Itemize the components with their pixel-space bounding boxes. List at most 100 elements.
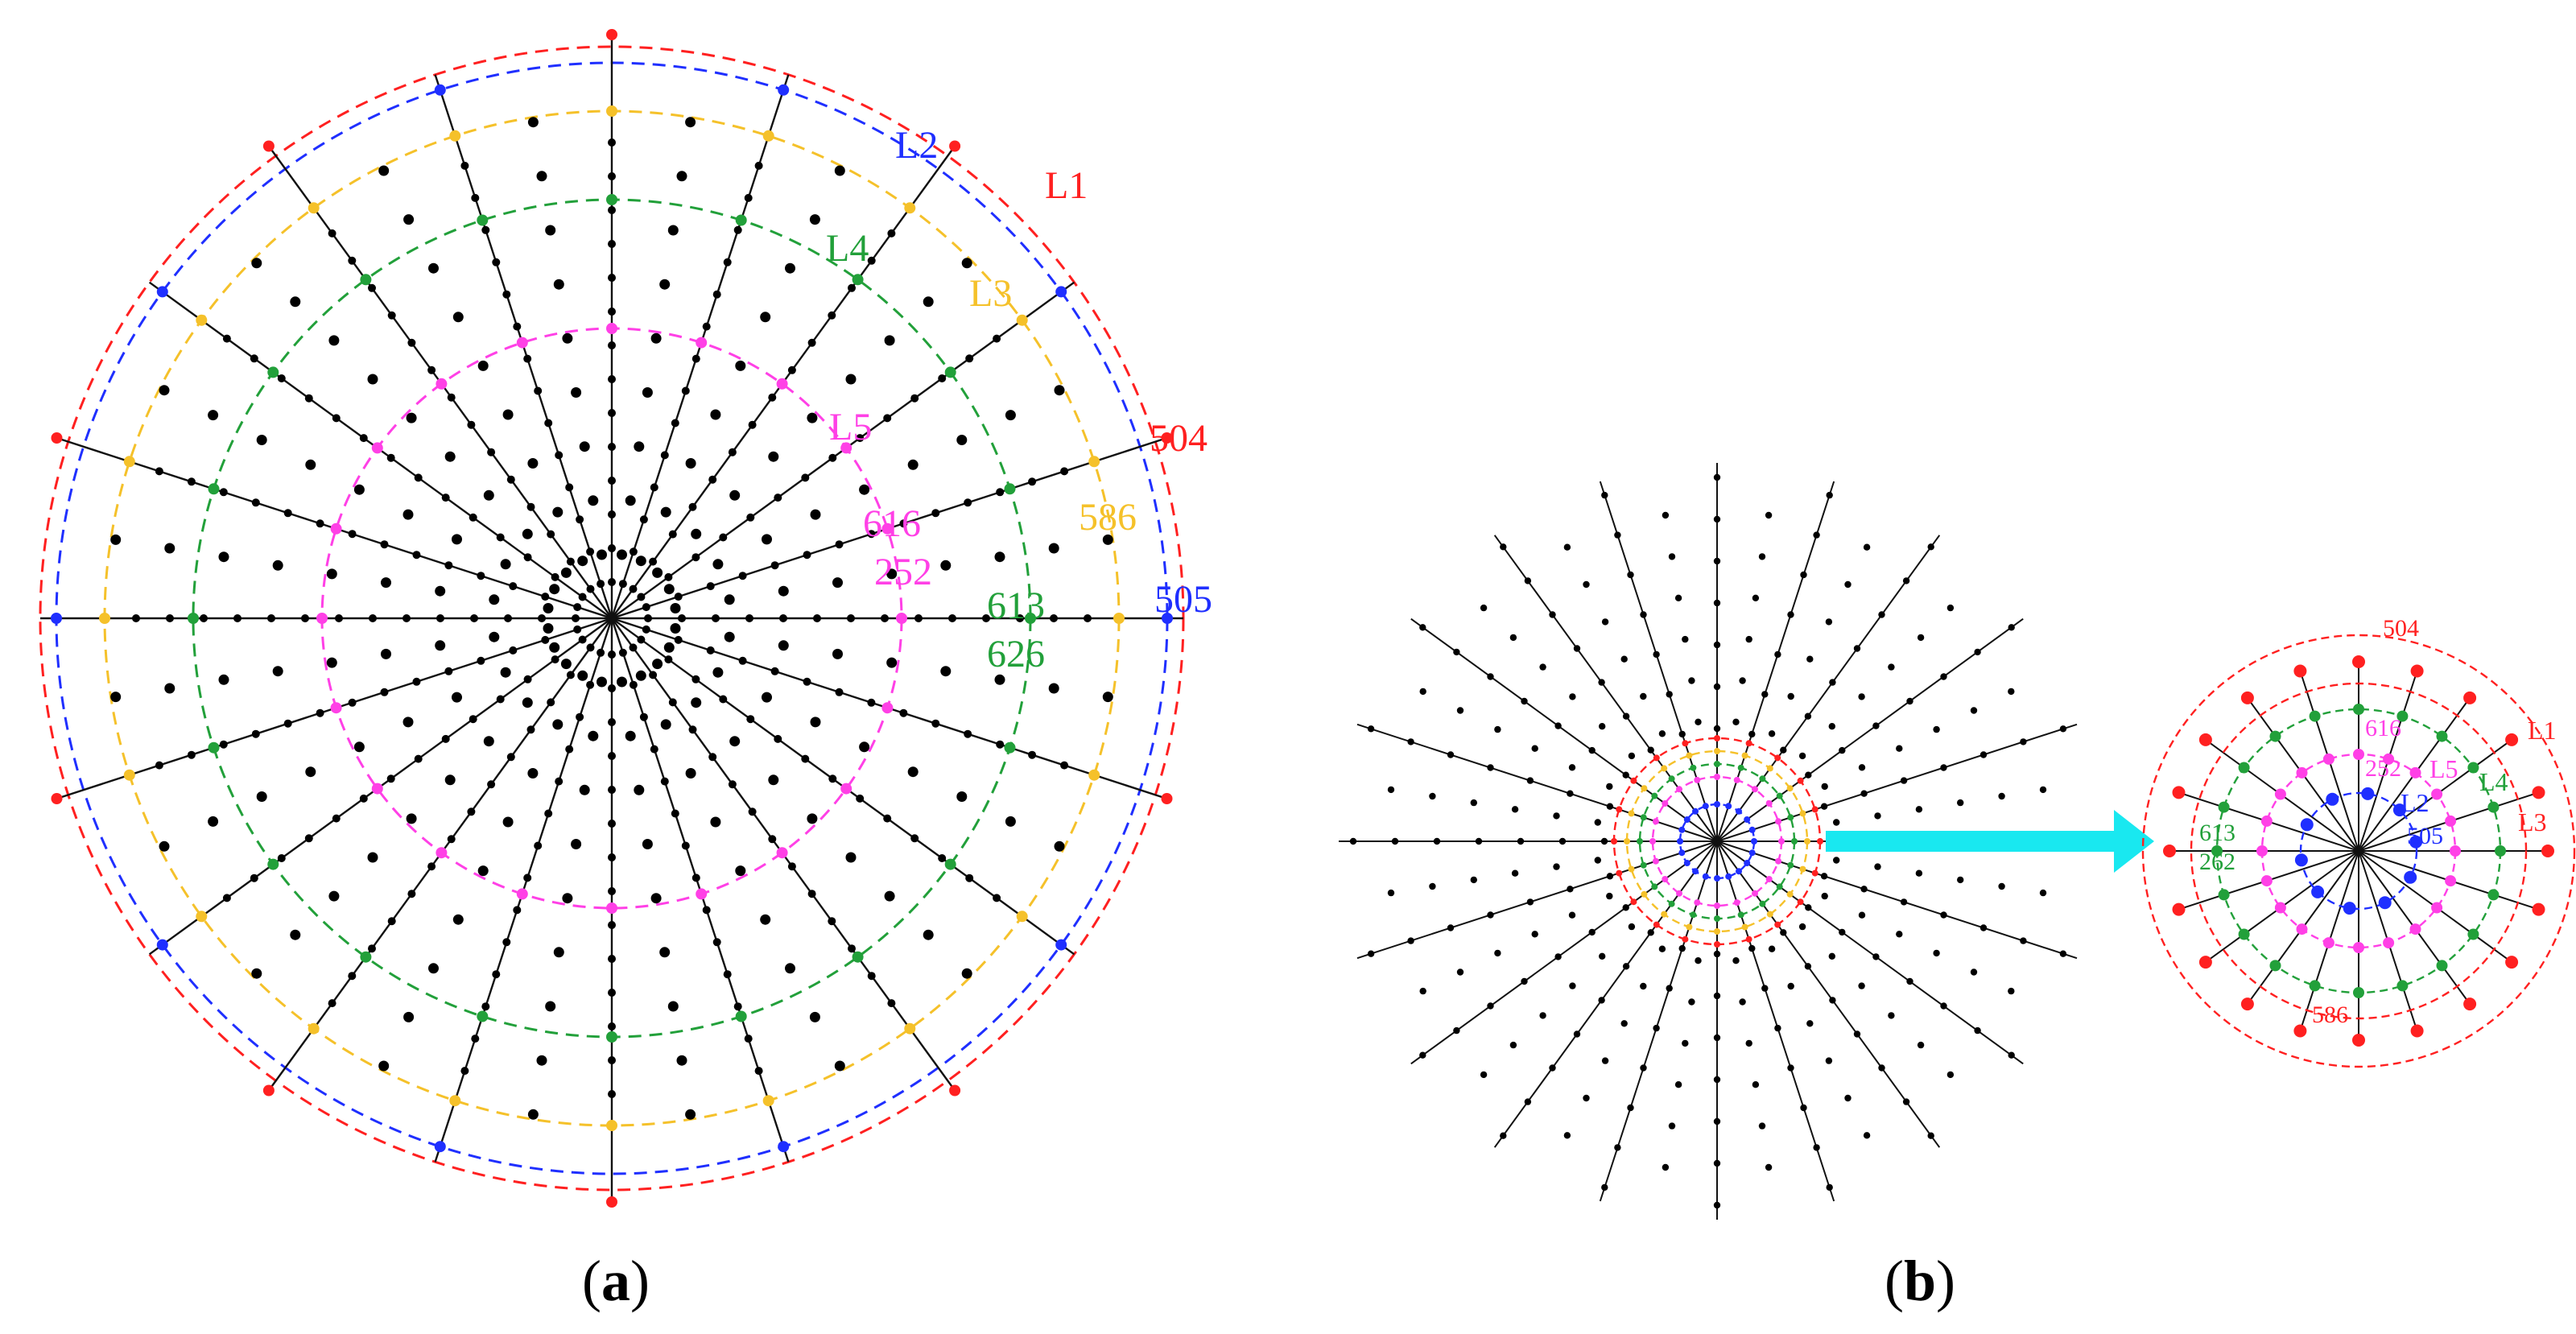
grid-dot [444, 451, 456, 462]
spoke-dot [222, 334, 231, 343]
spoke-dot [1927, 1132, 1934, 1139]
spoke-dot [1829, 997, 1836, 1004]
ring-node [156, 939, 168, 951]
spoke-dot [608, 752, 616, 760]
spoke-dot [544, 419, 553, 427]
spoke-dot [1713, 599, 1721, 607]
grid-dot [1758, 553, 1766, 560]
center-ring-node [1651, 883, 1658, 890]
spoke-dot [674, 593, 683, 601]
grid-dot [1387, 786, 1395, 794]
grid-dot [676, 1055, 687, 1066]
spoke-dot [513, 322, 522, 331]
panel-a-ring-label-l3: L3 [969, 272, 1012, 315]
spoke-dot [1780, 746, 1787, 754]
ring-node [904, 1022, 916, 1035]
spoke-dot [938, 374, 947, 382]
spoke-dot [847, 614, 855, 622]
spoke-dot [668, 530, 677, 539]
grid-dot [536, 1055, 547, 1066]
panel-b-node-label-616: 616 [2365, 715, 2401, 741]
grid-dot [290, 929, 301, 940]
spoke-dot [691, 874, 700, 882]
spoke-dot [460, 1067, 469, 1076]
grid-dot [353, 484, 365, 495]
grid-dot [378, 1060, 390, 1072]
center-ring-node [1733, 776, 1740, 783]
grid-dot [1419, 688, 1426, 696]
grid-dot [676, 171, 687, 182]
grid-dot [810, 717, 821, 728]
spoke-dot [748, 807, 757, 816]
spoke-dot [1974, 1026, 1981, 1035]
grid-dot [305, 459, 316, 470]
ring-node [449, 130, 461, 142]
inset-node [2532, 786, 2545, 799]
grid-dot [1429, 792, 1436, 800]
panel-b-node-label-252: 252 [2365, 755, 2401, 782]
spoke-dot [1419, 1051, 1426, 1059]
spoke-dot [481, 225, 490, 234]
spoke-dot [642, 625, 650, 634]
ring-node [606, 1120, 617, 1131]
spoke-dot [534, 841, 543, 850]
ring-node [606, 1196, 617, 1208]
panel-a-polar-diagram: L1 L2 L3 L4 L5 504 505 586 613 626 616 2… [39, 29, 1212, 1313]
spoke-dot [768, 835, 777, 844]
spoke-dot [1622, 771, 1629, 779]
spoke-dot [1549, 611, 1556, 618]
spoke-dot [671, 419, 679, 427]
ring-node [896, 613, 907, 624]
inset-node [2218, 889, 2230, 901]
ring-node [156, 286, 168, 298]
grid-dot [652, 567, 663, 578]
grid-dot [650, 893, 662, 904]
spoke-dot [222, 894, 231, 902]
spoke-dot [1084, 614, 1092, 622]
grid-dot [634, 441, 645, 452]
spoke-dot [1787, 611, 1794, 618]
spoke-dot [348, 972, 357, 981]
grid-dot [1480, 604, 1488, 612]
spoke-dot [402, 614, 411, 622]
center-ring-node [1745, 740, 1752, 747]
grid-dot [685, 768, 696, 779]
grid-dot [256, 435, 267, 445]
center-ring-node [1624, 838, 1630, 845]
ring-node [99, 613, 110, 624]
ring-node [477, 1010, 489, 1022]
spoke-dot [738, 572, 747, 580]
ring-node [477, 214, 489, 226]
grid-dot [527, 117, 539, 128]
inset-node [2274, 902, 2286, 914]
grid-dot [522, 697, 533, 708]
spoke-dot [386, 453, 395, 462]
grid-dot [1758, 1122, 1766, 1130]
ring-node [852, 274, 864, 286]
inset-node [2326, 792, 2339, 806]
inset-node [2294, 853, 2308, 867]
spoke-dot [608, 718, 616, 726]
spoke-dot [1614, 1144, 1621, 1151]
spoke-dot [723, 258, 732, 266]
spoke-dot [467, 420, 476, 429]
grid-dot [1511, 869, 1519, 877]
spoke-dot [608, 409, 616, 417]
spoke-dot [899, 708, 908, 717]
spoke-dot [1761, 691, 1769, 698]
spoke-dot [427, 862, 436, 871]
spoke-dot [754, 1067, 763, 1076]
spoke-dot [502, 290, 511, 299]
center-ring-node [1766, 765, 1773, 772]
grid-dot [435, 585, 446, 597]
spoke-dot [668, 698, 677, 707]
spoke-dot [1554, 722, 1562, 729]
spoke-dot [608, 853, 616, 861]
grid-dot [1674, 1081, 1682, 1088]
spoke-dot [608, 240, 616, 248]
spoke-dot [1060, 467, 1069, 476]
grid-dot [961, 258, 972, 269]
spoke-dot [1573, 645, 1581, 652]
grid-dot [1658, 730, 1666, 737]
center-ring-node [1775, 857, 1782, 865]
